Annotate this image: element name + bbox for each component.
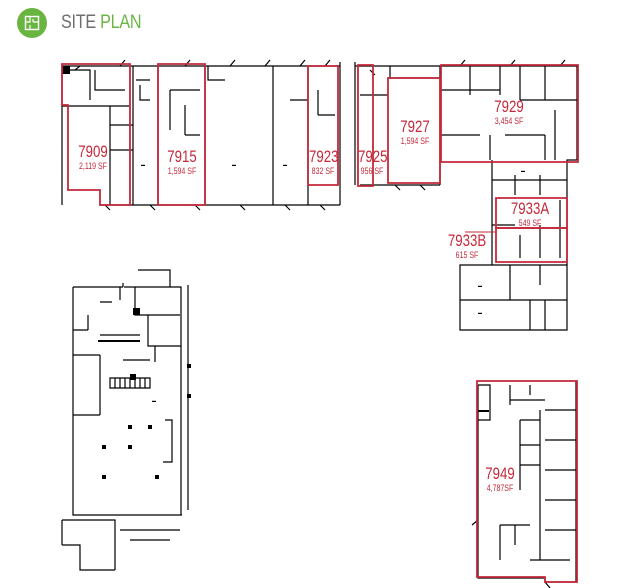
unit-outline-7929 [440, 64, 579, 163]
unit-outline-7949 [476, 380, 578, 583]
unit-mark-small: ▬ [478, 310, 482, 315]
unit-label-7925[interactable]: 7925 956 SF [357, 147, 388, 176]
unit-outline-7915 [157, 63, 206, 206]
unit-label-7923[interactable]: 7923 832 SF [308, 147, 339, 176]
unit-label-7915[interactable]: 7915 1,594 SF [167, 147, 197, 176]
unit-outline-7923 [307, 65, 339, 186]
unit-outline-7933b [495, 227, 568, 263]
unit-label-7933b[interactable]: 7933B 615 SF [447, 231, 487, 260]
unit-outline-7927 [387, 77, 441, 184]
unit-mark-small: ▬ [232, 162, 236, 167]
building-a-walls [61, 59, 341, 211]
unit-mark-small: ▬ [521, 168, 525, 173]
unit-label-7909[interactable]: 7909 2,119 SF [78, 142, 108, 171]
unit-mark-small: ▬ [152, 398, 156, 403]
floor-plan-icon [17, 8, 47, 38]
unit-mark-small: ▬ [283, 162, 287, 167]
unit-mark-small: ▬ [141, 162, 145, 167]
unit-label-7949[interactable]: 7949 4,787SF [485, 464, 515, 493]
unit-label-7927[interactable]: 7927 1,594 SF [400, 117, 430, 146]
unit-label-7933a[interactable]: 7933A 549 SF [510, 199, 550, 228]
unit-outline-7909 [61, 63, 131, 206]
unit-label-7929[interactable]: 7929 3,454 SF [494, 97, 524, 126]
unit-outline-7925 [357, 64, 374, 187]
building-c-walls [61, 269, 189, 571]
unit-mark-small: ▬ [478, 283, 482, 288]
